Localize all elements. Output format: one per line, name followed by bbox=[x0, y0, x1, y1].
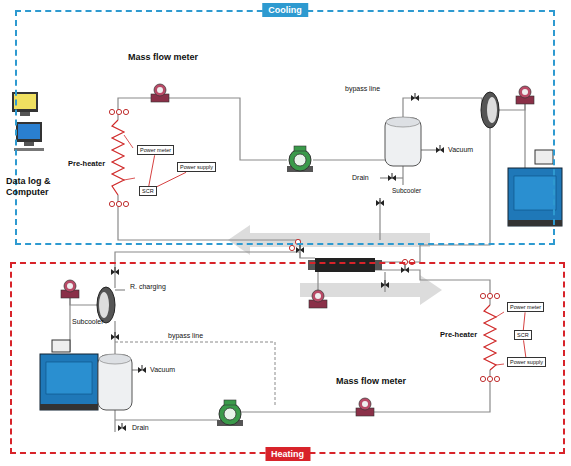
instrument-box: SCR bbox=[514, 330, 532, 340]
annotation-label: R. charging bbox=[130, 283, 166, 291]
computer-icon bbox=[12, 92, 44, 151]
instrument-box: Power meter bbox=[507, 302, 544, 312]
annotation-label: Subcooler bbox=[72, 318, 104, 326]
box-text: SCR bbox=[142, 188, 154, 194]
heater-coil bbox=[484, 305, 496, 370]
annotation-label: Mass flow meter bbox=[128, 52, 198, 63]
instrument-box: Power supply bbox=[177, 162, 216, 172]
annotation-label: Mass flow meter bbox=[336, 376, 406, 387]
box-text: Power supply bbox=[510, 359, 543, 365]
box-text: Power meter bbox=[510, 304, 541, 310]
pipe bbox=[70, 96, 525, 432]
annotation-label: Data log & Computer bbox=[6, 176, 70, 198]
region-band: CoolingPower meterPower supplySCR bbox=[15, 10, 555, 245]
signal-wire bbox=[157, 172, 186, 187]
region-heading: Heating bbox=[265, 447, 310, 461]
region-heading: Cooling bbox=[262, 3, 308, 17]
chiller-bath bbox=[40, 340, 98, 410]
test-section bbox=[308, 258, 382, 272]
annotation-label: bypass line bbox=[168, 332, 203, 340]
annotation-label: Subcooler bbox=[392, 187, 421, 195]
instrument-box: SCR bbox=[139, 186, 157, 196]
annotation-label: Vacuum bbox=[150, 366, 175, 374]
receiver-tank bbox=[385, 117, 421, 166]
annotation-label: Drain bbox=[132, 424, 149, 432]
receiver-tank bbox=[98, 354, 132, 410]
box-text: Power supply bbox=[180, 164, 213, 170]
bypass-pipe bbox=[115, 342, 275, 405]
annotation-label: Pre-heater bbox=[440, 330, 477, 339]
region-band: HeatingPower meterSCRPower supply bbox=[10, 262, 565, 454]
annotation-label: Vacuum bbox=[448, 146, 473, 154]
box-text: SCR bbox=[517, 332, 529, 338]
chiller-bath bbox=[508, 150, 562, 226]
annotation-label: bypass line bbox=[345, 85, 380, 93]
annotation-label: Drain bbox=[352, 174, 369, 182]
instrument-box: Power meter bbox=[137, 145, 174, 155]
box-text: Power meter bbox=[140, 147, 171, 153]
signal-wire bbox=[523, 312, 525, 330]
heater-coil bbox=[112, 120, 124, 195]
instrument-box: Power supply bbox=[507, 357, 546, 367]
signal-wire bbox=[149, 155, 155, 186]
subcooler-disc bbox=[97, 287, 115, 323]
signal-wire bbox=[524, 340, 526, 357]
subcooler-disc bbox=[481, 92, 499, 128]
annotation-label: Pre-heater bbox=[68, 159, 105, 168]
